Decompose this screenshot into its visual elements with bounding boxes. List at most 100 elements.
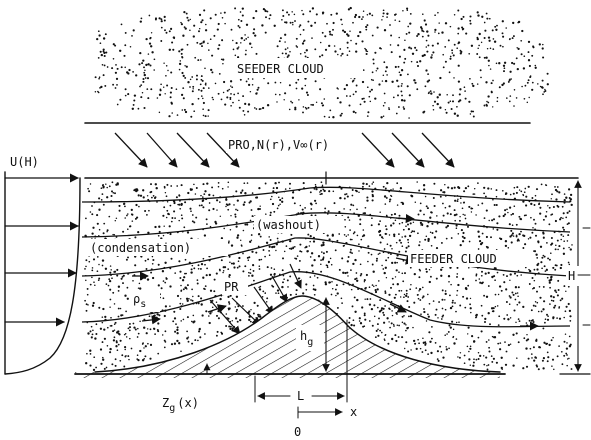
streamline-arrow (389, 303, 407, 313)
stipple-dot (410, 60, 413, 63)
stipple-dot (105, 283, 108, 285)
stipple-dot (539, 85, 542, 88)
stipple-dot (347, 8, 350, 11)
stipple-dot (516, 274, 519, 277)
stipple-dot (210, 68, 213, 72)
stipple-dot (492, 198, 494, 201)
stipple-dot (532, 321, 535, 323)
stipple-dot (205, 23, 207, 26)
stipple-dot (184, 110, 188, 114)
stipple-dot (548, 279, 551, 282)
stipple-dot (478, 239, 482, 243)
stipple-dot (133, 94, 137, 97)
stipple-dot (397, 94, 399, 97)
stipple-dot (178, 260, 181, 263)
stipple-dot (413, 79, 416, 82)
stipple-dot (169, 96, 172, 99)
stipple-dot (417, 232, 419, 235)
stipple-dot (552, 316, 555, 319)
half-width-label: L (297, 389, 304, 403)
stipple-dot (193, 24, 196, 27)
stipple-dot (268, 254, 271, 256)
stipple-dot (313, 275, 316, 277)
stipple-dot (494, 293, 497, 296)
stipple-dot (348, 104, 351, 107)
stipple-dot (211, 71, 214, 74)
stipple-dot (375, 329, 378, 332)
stipple-dot (389, 198, 392, 201)
stipple-dot (185, 65, 188, 68)
stipple-dot (355, 189, 358, 192)
stipple-dot (200, 21, 203, 24)
stipple-dot (153, 327, 155, 330)
stipple-dot (231, 320, 234, 322)
stipple-dot (187, 19, 190, 22)
stipple-dot (292, 23, 294, 26)
stipple-dot (91, 276, 93, 279)
stipple-dot (310, 252, 314, 255)
stipple-dot (468, 358, 471, 361)
stipple-dot (108, 279, 112, 283)
stipple-dot (554, 304, 557, 307)
stipple-dot (205, 310, 208, 313)
stipple-dot (509, 317, 512, 319)
stipple-dot (398, 289, 401, 292)
stipple-dot (145, 268, 148, 270)
stipple-dot (533, 250, 537, 253)
stipple-dot (88, 260, 91, 263)
stipple-dot (363, 280, 366, 283)
stipple-dot (199, 83, 202, 86)
stipple-dot (472, 84, 475, 88)
stipple-dot (272, 285, 275, 288)
stipple-dot (475, 214, 477, 216)
stipple-dot (397, 336, 400, 338)
stipple-dot (180, 214, 183, 217)
stipple-dot (552, 336, 554, 339)
stipple-dot (551, 242, 554, 245)
stipple-dot (144, 209, 147, 213)
stipple-dot (137, 231, 140, 234)
stipple-dot (187, 81, 190, 84)
stipple-dot (548, 223, 551, 226)
stipple-dot (374, 290, 378, 294)
stipple-dot (253, 107, 256, 109)
stipple-dot (351, 305, 354, 308)
stipple-dot (398, 36, 401, 39)
stipple-dot (478, 278, 481, 280)
stipple-dot (481, 281, 484, 284)
stipple-dot (388, 200, 391, 203)
stipple-dot (542, 308, 545, 311)
stipple-dot (503, 67, 506, 70)
stipple-dot (335, 294, 337, 297)
stipple-dot (516, 303, 519, 306)
wind-profile-curve (4, 177, 81, 375)
stipple-dot (430, 211, 433, 214)
stipple-dot (511, 61, 514, 65)
stipple-dot (315, 202, 317, 205)
stipple-dot (396, 261, 398, 264)
stipple-dot (285, 21, 288, 24)
stipple-dot (197, 88, 200, 91)
stipple-dot (124, 44, 127, 47)
stipple-dot (320, 102, 323, 105)
stipple-dot (305, 91, 309, 94)
stipple-dot (349, 248, 352, 251)
stipple-dot (356, 279, 359, 282)
stipple-dot (234, 317, 238, 320)
stipple-dot (233, 93, 236, 96)
stipple-dot (513, 272, 517, 275)
stipple-dot (204, 333, 206, 335)
stipple-dot (261, 106, 265, 110)
stipple-dot (138, 63, 141, 66)
stipple-dot (312, 284, 315, 287)
stipple-dot (140, 17, 143, 20)
stipple-dot (504, 193, 507, 196)
stipple-dot (350, 269, 352, 271)
stipple-dot (150, 45, 153, 48)
stipple-dot (343, 87, 346, 91)
stipple-dot (132, 322, 135, 325)
stipple-dot (476, 11, 479, 14)
stipple-dot (238, 265, 241, 268)
stipple-dot (131, 220, 134, 222)
stipple-dot (239, 318, 242, 322)
